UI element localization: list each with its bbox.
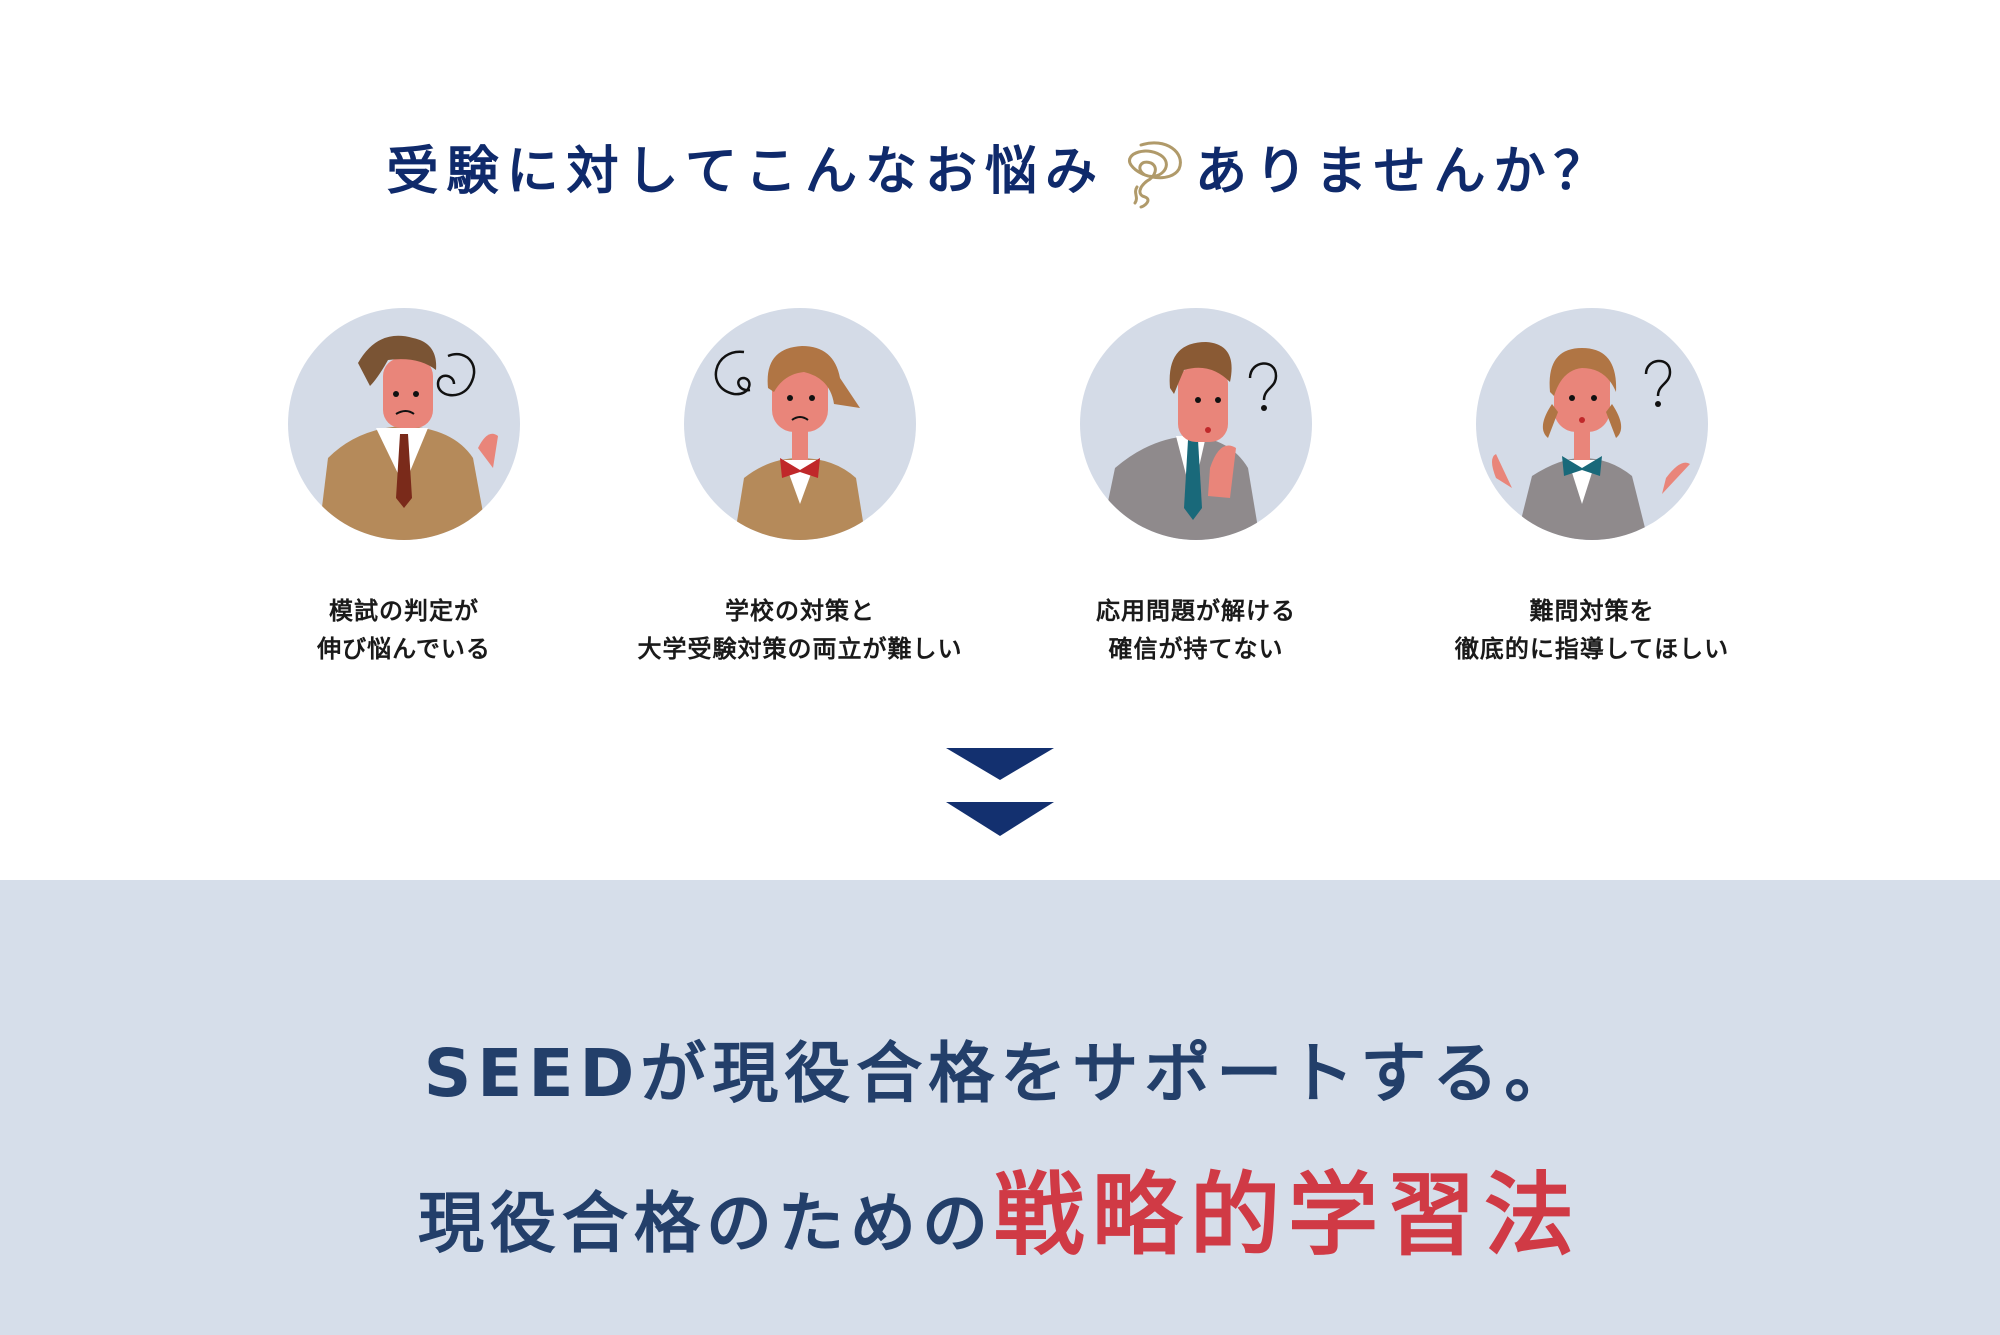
concern-caption: 難問対策を 徹底的に指導してほしい [1454, 597, 1730, 663]
heading-text-part1: 受験に対してこんなお悩み [386, 142, 1105, 202]
student-illustration [1080, 308, 1312, 540]
concern-caption: 応用問題が解ける 確信が持てない [1096, 597, 1296, 663]
student-illustration [1476, 308, 1708, 540]
worry-swirl-icon [1111, 135, 1189, 215]
concerns-section: 受験に対してこんなお悩みありませんか？ 模試の判定が 伸び [0, 132, 2000, 840]
student-illustration [288, 308, 520, 540]
female-student-questioning-icon [1492, 348, 1690, 540]
concern-caption: 模試の判定が 伸び悩んでいる [317, 597, 491, 663]
solution-headline-prefix: 現役合格のための [418, 1185, 994, 1262]
solution-headline-accent: 戦略的学習法 [994, 1163, 1582, 1268]
solution-headline: 現役合格のための戦略的学習法 [0, 1142, 2000, 1272]
concern-card: 応用問題が解ける 確信が持てない [1016, 308, 1376, 668]
male-student-thinking-icon [1100, 342, 1278, 540]
female-student-worried-icon [714, 346, 866, 540]
concern-card: 学校の対策と 大学受験対策の両立が難しい [620, 308, 980, 668]
concern-caption: 学校の対策と 大学受験対策の両立が難しい [637, 597, 963, 663]
heading-text-part2: ありませんか？ [1195, 142, 1614, 202]
student-illustration [684, 308, 916, 540]
double-chevron-down-icon [946, 746, 1054, 840]
concern-card: 模試の判定が 伸び悩んでいる [224, 308, 584, 668]
solution-section: SEEDが現役合格をサポートする。 現役合格のための戦略的学習法 [0, 880, 2000, 1335]
solution-tagline: SEEDが現役合格をサポートする。 [423, 1035, 1577, 1112]
male-student-worried-icon [318, 335, 498, 540]
concern-card: 難問対策を 徹底的に指導してほしい [1412, 308, 1772, 668]
concerns-heading: 受験に対してこんなお悩み ありませんか？ [0, 132, 2000, 215]
